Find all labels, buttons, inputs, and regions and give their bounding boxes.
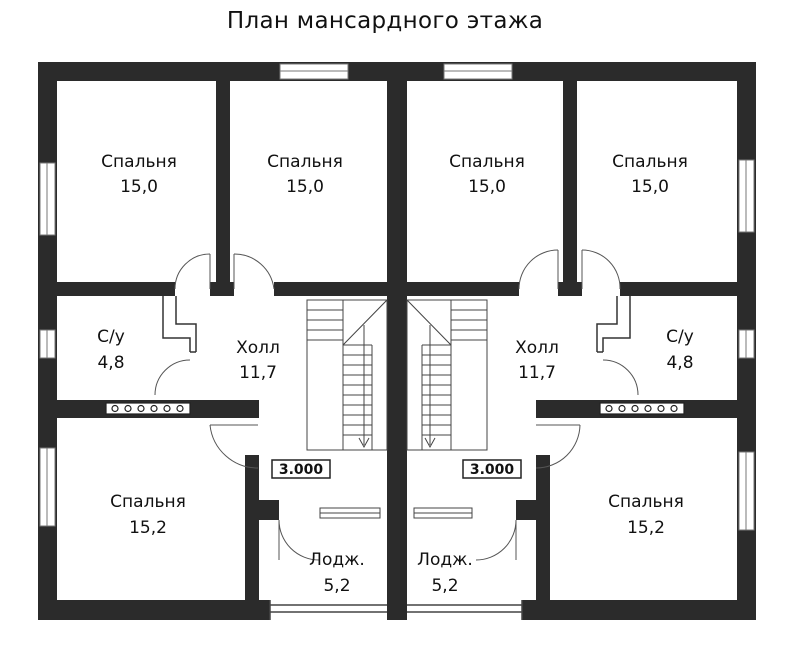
room-labels: Спальня 15,0 Спальня 15,0 Спальня 15,0 С… (97, 152, 694, 596)
stairs (306, 299, 488, 451)
level-mark-right: 3.000 (470, 462, 515, 478)
bedroom-bottom-wall-6 (620, 282, 737, 296)
bedroom-divider-right (563, 81, 577, 286)
door-swing-bedroom-4 (581, 249, 621, 290)
radiator-left (105, 402, 191, 415)
door-swing-bedroom-lower-left (209, 424, 259, 469)
room-area-bathroom-left: 4,8 (97, 353, 124, 373)
central-wall (387, 62, 407, 620)
room-area-bedroom-lower-right: 15,2 (627, 518, 665, 538)
bath-partitions (162, 296, 631, 353)
room-name-bedroom-2: Спальня (267, 152, 343, 172)
door-swing-bedroom-3 (518, 249, 559, 290)
room-area-bedroom-2: 15,0 (286, 177, 324, 197)
room-name-bathroom-right: С/у (666, 327, 694, 347)
room-name-loggia-left: Лодж. (309, 550, 365, 570)
room-area-hall-right: 11,7 (518, 363, 556, 383)
loggia-door-windows (319, 507, 473, 519)
stair-right (406, 299, 488, 451)
room-name-hall-left: Холл (236, 338, 280, 358)
level-marks: 3.000 3.000 (271, 459, 522, 479)
door-swing-bedroom-2 (233, 253, 275, 290)
room-name-bedroom-lower-left: Спальня (110, 492, 186, 512)
room-area-hall-left: 11,7 (239, 363, 277, 383)
level-mark-left: 3.000 (279, 462, 324, 478)
room-area-loggia-right: 5,2 (431, 576, 458, 596)
door-swing-loggia-right (475, 519, 517, 561)
radiators (105, 402, 685, 415)
level-mark-box-right (462, 459, 522, 479)
room-area-bedroom-4: 15,0 (631, 177, 669, 197)
room-name-bedroom-lower-right: Спальня (608, 492, 684, 512)
bedroom-bottom-wall-4 (407, 282, 519, 296)
room-area-bedroom-3: 15,0 (468, 177, 506, 197)
room-name-loggia-right: Лодж. (417, 550, 473, 570)
room-name-bedroom-1: Спальня (101, 152, 177, 172)
room-area-bathroom-right: 4,8 (666, 353, 693, 373)
bedroom-bottom-wall-5 (558, 282, 582, 296)
door-swing-bedroom-lower-right (535, 424, 581, 469)
room-area-bedroom-lower-left: 15,2 (129, 518, 167, 538)
door-swing-bedroom-1 (174, 253, 211, 290)
loggia-rails (269, 600, 523, 620)
stair-left (306, 299, 388, 451)
bedroom-divider-left (216, 81, 230, 286)
door-swing-bath-right (602, 359, 639, 396)
room-name-hall-right: Холл (515, 338, 559, 358)
room-area-bedroom-1: 15,0 (120, 177, 158, 197)
door-swings (154, 249, 639, 561)
door-swing-loggia-left (278, 519, 320, 561)
bedroom-bottom-wall-3 (274, 282, 387, 296)
plan-title: План мансардного этажа (226, 8, 544, 34)
windows (39, 63, 755, 531)
bedroom-bottom-wall-1 (57, 282, 175, 296)
room-area-loggia-left: 5,2 (323, 576, 350, 596)
loggia-wall-stub-right (516, 500, 536, 520)
lower-bedroom-wall-right (536, 455, 550, 620)
room-name-bedroom-3: Спальня (449, 152, 525, 172)
radiator-right (599, 402, 685, 415)
outer-wall-bottom-left (38, 600, 270, 620)
room-name-bathroom-left: С/у (97, 327, 125, 347)
door-swing-bath-left (154, 359, 191, 396)
loggia-wall-stub-left (259, 500, 279, 520)
lower-bedroom-wall-left (245, 455, 259, 620)
bedroom-bottom-wall-2 (210, 282, 234, 296)
outer-wall-bottom-right (522, 600, 756, 620)
level-mark-box-left (271, 459, 331, 479)
room-name-bedroom-4: Спальня (612, 152, 688, 172)
